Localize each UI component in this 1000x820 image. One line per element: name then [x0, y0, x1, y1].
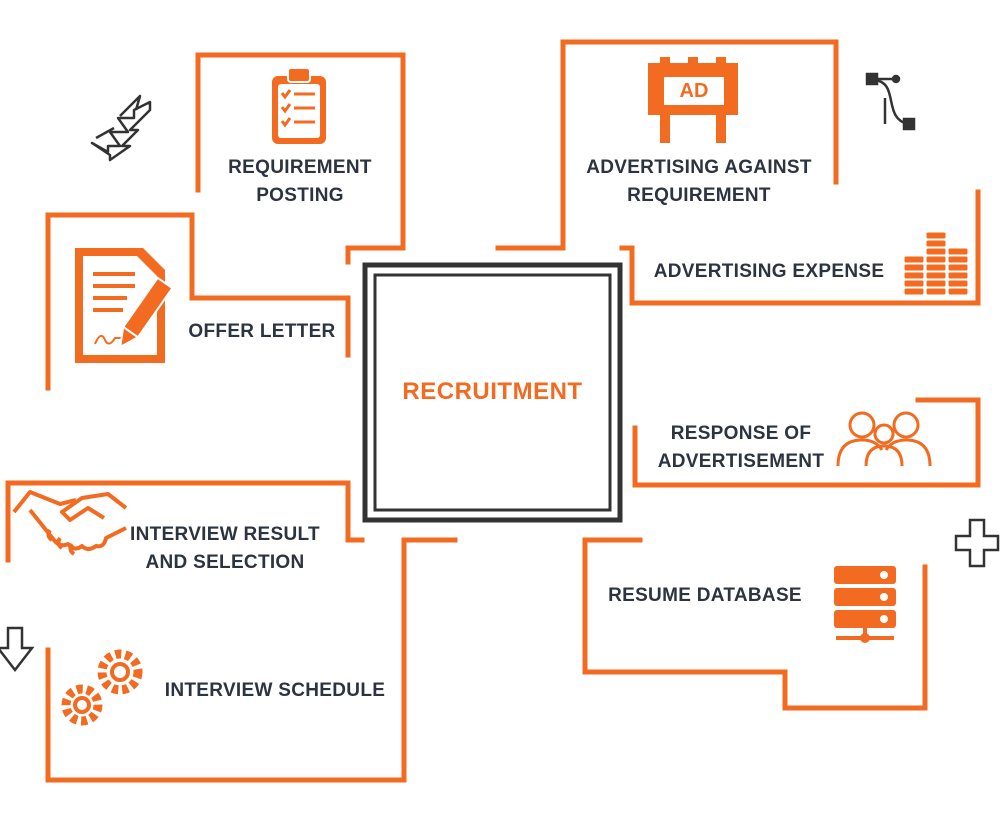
label-advertising-expense: ADVERTISING EXPENSE [650, 258, 888, 286]
label-advertising-against-requirement: ADVERTISING AGAINST REQUIREMENT [572, 154, 826, 210]
frame-advertising-expense [619, 189, 981, 306]
billboard-text: AD [680, 80, 709, 102]
label-line: POSTING [256, 185, 344, 206]
frame-response-of-advertisement [632, 397, 981, 488]
connector-frames [5, 39, 981, 783]
down-arrow-icon [0, 626, 35, 673]
clipboard-checklist-icon [272, 67, 326, 144]
frame-advertising-against-requirement [495, 39, 839, 251]
frame-resume-database [582, 537, 928, 711]
frame-interview-schedule [45, 537, 458, 783]
people-group-icon [836, 411, 932, 467]
label-line: RESPONSE OF [670, 423, 812, 444]
center-title: RECRUITMENT [402, 378, 583, 405]
label-interview-schedule: INTERVIEW SCHEDULE [152, 677, 398, 705]
label-line: ADVERTISING AGAINST [586, 157, 812, 178]
label-offer-letter: OFFER LETTER [180, 318, 344, 346]
label-line: OFFER LETTER [188, 321, 336, 342]
label-line: ADVERTISEMENT [657, 451, 825, 472]
document-pen-icon [75, 248, 174, 363]
label-line: INTERVIEW SCHEDULE [164, 680, 386, 701]
label-resume-database: RESUME DATABASE [596, 582, 814, 610]
server-database-icon [834, 566, 896, 643]
label-requirement-posting: REQUIREMENT POSTING [214, 154, 386, 210]
label-line: ADVERTISING EXPENSE [653, 261, 885, 282]
plus-outline-icon [954, 518, 1000, 568]
label-response-of-advertisement: RESPONSE OF ADVERTISEMENT [648, 420, 834, 476]
handshake-icon [12, 490, 128, 556]
frame-requirement-posting [195, 52, 406, 265]
frame-offer-letter [45, 212, 351, 391]
coin-stacks-icon [903, 231, 969, 296]
frame-interview-result [5, 480, 365, 563]
gears-icon [61, 649, 143, 726]
label-line: INTERVIEW RESULT [130, 524, 320, 545]
label-line: REQUIREMENT [627, 185, 771, 206]
label-line: AND SELECTION [145, 552, 305, 573]
label-line: RESUME DATABASE [608, 585, 802, 606]
label-line: REQUIREMENT [228, 157, 372, 178]
double-arrow-icon [90, 94, 152, 162]
label-interview-result: INTERVIEW RESULT AND SELECTION [118, 521, 332, 577]
bezier-curve-icon [865, 72, 916, 131]
center-frame [362, 262, 623, 523]
billboard-icon [648, 57, 738, 143]
